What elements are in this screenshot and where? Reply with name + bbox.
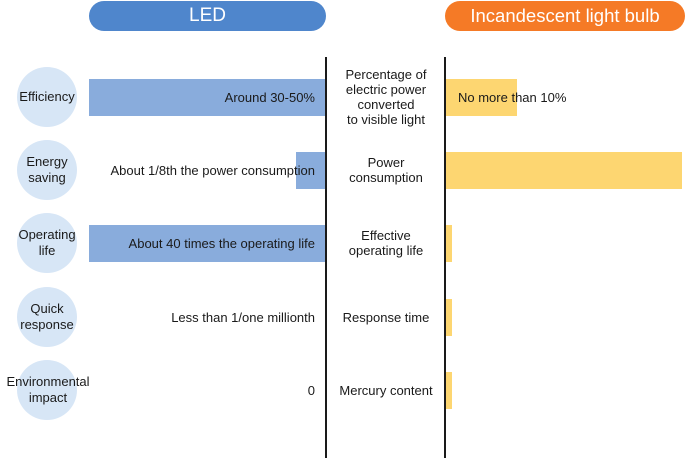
led-bar-energy-saving — [296, 152, 326, 189]
incandescent-bar-environmental-impact — [446, 372, 452, 409]
incandescent-bar-operating-life — [446, 225, 452, 262]
led-label-operating-life: About 40 times the operating life — [128, 236, 315, 251]
incandescent-bar-efficiency — [446, 79, 517, 116]
category-circle-efficiency — [17, 67, 77, 127]
category-circle-quick-response — [17, 287, 77, 347]
category-circle-energy-saving — [17, 140, 77, 200]
category-label-efficiency: Efficiency — [19, 89, 75, 104]
metric-label-environmental-impact: Mercury content — [339, 382, 433, 398]
incandescent-bar-quick-response — [446, 299, 452, 336]
category-circle-operating-life — [17, 213, 77, 273]
led-bar-efficiency — [89, 79, 326, 116]
led-label-energy-saving: About 1/8th the power consumption — [110, 163, 315, 178]
incandescent-bar-energy-saving — [446, 152, 682, 189]
metric-label-energy-saving: Power consumption — [349, 155, 423, 185]
metric-label-efficiency: Percentage of electric power converted t… — [345, 67, 427, 127]
left-divider-line — [325, 57, 327, 458]
right-divider-line — [444, 57, 446, 458]
metric-label-operating-life: Effective operating life — [348, 228, 424, 258]
category-label-environmental-impact: Environmental impact — [6, 374, 90, 405]
incandescent-header: Incandescent light bulb — [445, 1, 685, 31]
category-circle-environmental-impact — [17, 360, 77, 420]
led-header: LED — [89, 1, 326, 31]
incandescent-label-efficiency: No more than 10% — [458, 90, 567, 105]
category-label-operating-life: Operating life — [18, 227, 76, 258]
led-label-efficiency: Around 30-50% — [224, 90, 315, 105]
metric-label-quick-response: Response time — [342, 309, 430, 325]
led-label-quick-response: Less than 1/one millionth — [171, 310, 315, 325]
category-label-quick-response: Quick response — [20, 301, 74, 332]
category-label-energy-saving: Energy saving — [26, 154, 68, 185]
led-label-environmental-impact: 0 — [307, 383, 315, 398]
led-bar-operating-life — [89, 225, 326, 262]
